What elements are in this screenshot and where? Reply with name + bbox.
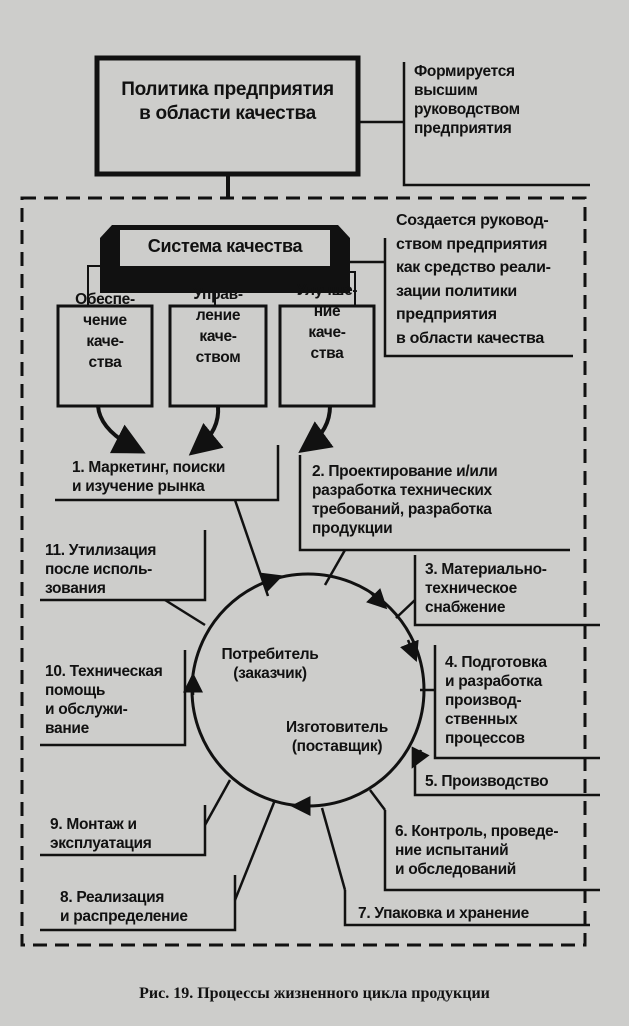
system-note: Создается руковод- ством предприятия как… [396,212,551,347]
subsystem-3-label: Улучше- ние каче- ства [296,282,358,362]
policy-title: Политика предприятия в области качества [121,79,334,124]
stage-4: 4. Подготовка и разработка производ- ств… [445,654,547,747]
arrow-1 [96,405,146,454]
stage-8: 8. Реализация и распределение [60,889,188,925]
stage-9: 9. Монтаж и эксплуатация [50,816,152,852]
stage-1: 1. Маркетинг, поиски и изучение рынка [72,459,226,495]
policy-note: Формируется высшим руководством предприя… [414,63,520,137]
stage-2: 2. Проектирование и/или разработка техни… [312,463,498,537]
system-note-bracket [350,238,573,358]
policy-note-bracket [358,62,590,187]
center-producer: Изготовитель (поставщик) [285,719,389,755]
arrow-3 [298,405,334,454]
stage-5: 5. Производство [425,773,549,790]
subsystem-1-label: Обеспе- чение каче- ства [75,291,135,371]
quality-system-title: Система качества [147,236,303,256]
arrow-2 [188,405,224,456]
stage-10: 10. Техническая помощь и обслужи- вание [45,663,163,737]
stage-6: 6. Контроль, проведе- ние испытаний и об… [395,823,559,878]
lifecycle-circle [190,572,426,808]
subsystem-box-1 [56,304,154,408]
stage-11: 11. Утилизация после исполь- зования [45,542,157,597]
system-connectors [87,265,356,305]
subsystem-2-label: Управ- ление каче- ством [193,286,243,366]
subsystem-box-3 [278,304,376,408]
figure-caption: Рис. 19. Процессы жизненного цикла проду… [139,985,490,1002]
stage-brackets [40,445,600,932]
stage-7: 7. Упаковка и хранение [358,905,529,922]
center-consumer: Потребитель (заказчик) [221,646,319,682]
dashed-boundary [20,196,587,947]
stage-3: 3. Материально- техническое снабжение [425,561,547,616]
